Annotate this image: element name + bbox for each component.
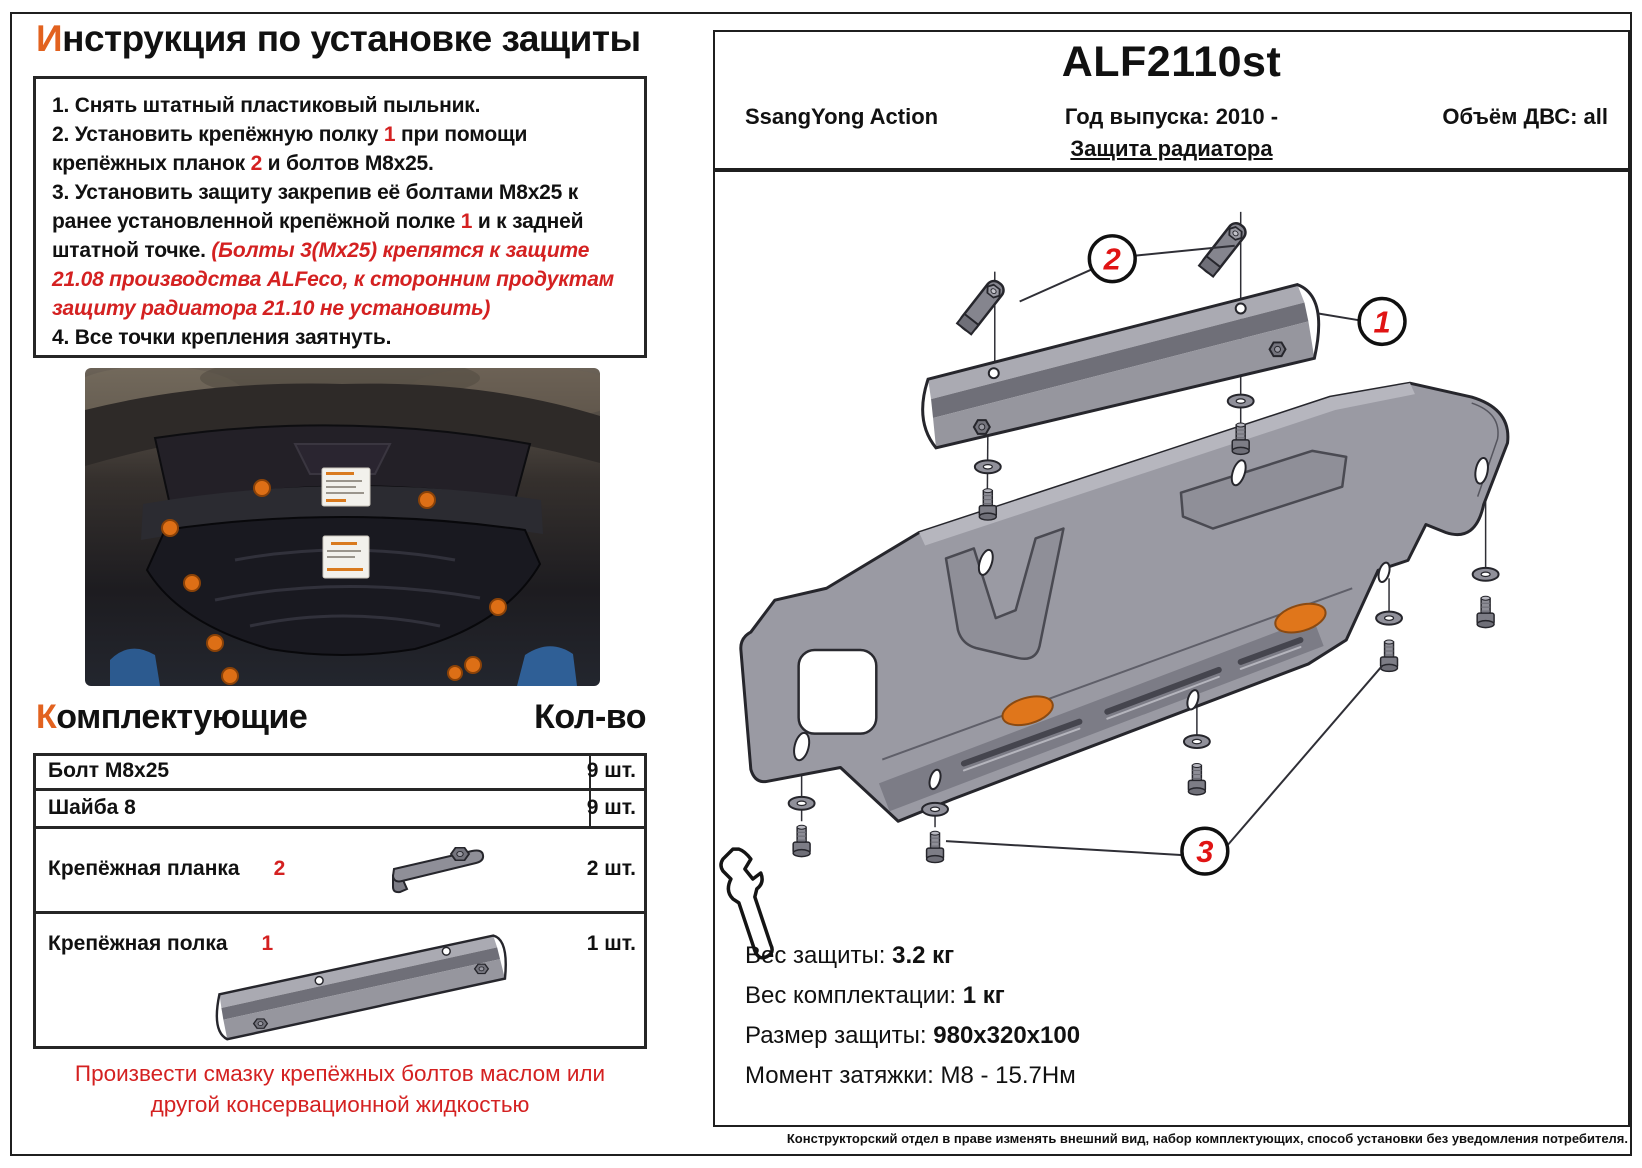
ref-num-1: 1: [261, 932, 274, 955]
product-label-sticker: [322, 535, 370, 579]
part-header-box: ALF2110st SsangYong Action Год выпуска: …: [713, 30, 1630, 170]
title-rest: нструкция по установке защиты: [62, 18, 641, 59]
product-label-sticker: [321, 467, 371, 507]
designer-disclaimer: Конструкторский отдел в праве изменять в…: [786, 1131, 1628, 1146]
page-title: Инструкция по установке защиты: [36, 18, 648, 60]
mounting-bracket-image: [391, 846, 485, 894]
welded-nut: [972, 419, 991, 435]
product-name: Защита радиатора: [1070, 136, 1273, 161]
warning-note: (Болты 3(Мх25) крепятся к защите 21.08 п…: [52, 239, 615, 320]
welded-nut: [1268, 341, 1287, 358]
spec-torque: Момент затяжки: М8 - 15.7Нм: [745, 1062, 1076, 1089]
svg-text:3: 3: [1196, 834, 1213, 869]
qty-column-divider: [589, 756, 591, 826]
ref-num-1: 1: [460, 210, 473, 233]
spec-kit-weight: Вес комплектации: 1 кг: [745, 982, 1005, 1009]
mounting-slots: [793, 456, 1489, 791]
components-header: Комплектующие Кол-во: [36, 698, 646, 737]
page-border: [10, 12, 1632, 1156]
instructions-box: 1. Снять штатный пластиковый пыльник. 2.…: [33, 76, 647, 358]
component-name: Шайба 8: [48, 796, 136, 819]
callout-1: 1: [1357, 296, 1407, 347]
engine-volume: Объём ДВС: all: [1442, 104, 1608, 129]
svg-text:1: 1: [1373, 304, 1390, 339]
component-qty: 9 шт.: [586, 759, 636, 782]
orange-sticker: [1001, 695, 1054, 727]
title-lead-letter: И: [36, 18, 63, 59]
instruction-step-2: 2. Установить крепёжную полку 1 при помо…: [52, 123, 528, 175]
qty-title: Кол-во: [534, 698, 646, 736]
orange-bolt-markers: [161, 479, 507, 685]
mounting-shelf: [921, 283, 1321, 450]
radiator-protection-plate: [739, 381, 1510, 823]
specs-block: Вес защиты: 3.2 кг Вес комплектации: 1 к…: [745, 936, 1080, 1096]
photo-graphic: [85, 368, 600, 686]
component-qty: 1 шт.: [586, 932, 636, 955]
callout-2: 2: [1087, 234, 1137, 284]
installed-protection-photo: [85, 368, 600, 686]
component-qty: 9 шт.: [586, 796, 636, 819]
component-qty: 2 шт.: [586, 857, 636, 880]
vehicle-name: SsangYong Action: [745, 104, 939, 129]
assembly-diagram-box: 1 2 3: [713, 170, 1630, 1127]
instruction-step-4: 4. Все точки крепления заятнуть.: [52, 326, 392, 349]
part-code: ALF2110st: [1061, 38, 1282, 86]
components-title: Комплектующие: [36, 698, 308, 736]
component-name: Болт М8х25: [48, 759, 170, 782]
spec-weight: Вес защиты: 3.2 кг: [745, 942, 955, 969]
spec-size: Размер защиты: 980х320х100: [745, 1022, 1081, 1049]
table-row: Болт М8х25 9 шт.: [36, 756, 644, 788]
instruction-step-3: 3. Установить защиту закрепив её болтами…: [52, 181, 615, 320]
table-row: Шайба 8 9 шт.: [36, 788, 644, 826]
callout-3: 3: [1180, 826, 1230, 876]
grease-note: Произвести смазку крепёжных болтов масло…: [74, 1061, 606, 1117]
ref-num-2: 2: [250, 152, 263, 175]
mounting-bracket: [1197, 222, 1247, 278]
svg-text:2: 2: [1103, 242, 1121, 277]
stiffening-grooves: [960, 637, 1304, 772]
wrench-icon: [719, 847, 774, 960]
ref-num-1: 1: [383, 123, 396, 146]
components-table: Болт М8х25 9 шт. Шайба 8 9 шт. Крепёжная…: [33, 753, 647, 1049]
exploded-assembly-diagram: 1 2 3: [719, 211, 1510, 960]
mounting-bracket: [955, 279, 1005, 336]
year-of-manufacture: Год выпуска: 2010 -: [1064, 104, 1279, 129]
orange-sticker: [1274, 602, 1327, 634]
mounting-shelf-image: [215, 934, 507, 1041]
callout-leader-lines: [945, 244, 1383, 857]
instruction-step-1: 1. Снять штатный пластиковый пыльник.: [52, 94, 481, 117]
ref-num-2: 2: [273, 857, 286, 880]
